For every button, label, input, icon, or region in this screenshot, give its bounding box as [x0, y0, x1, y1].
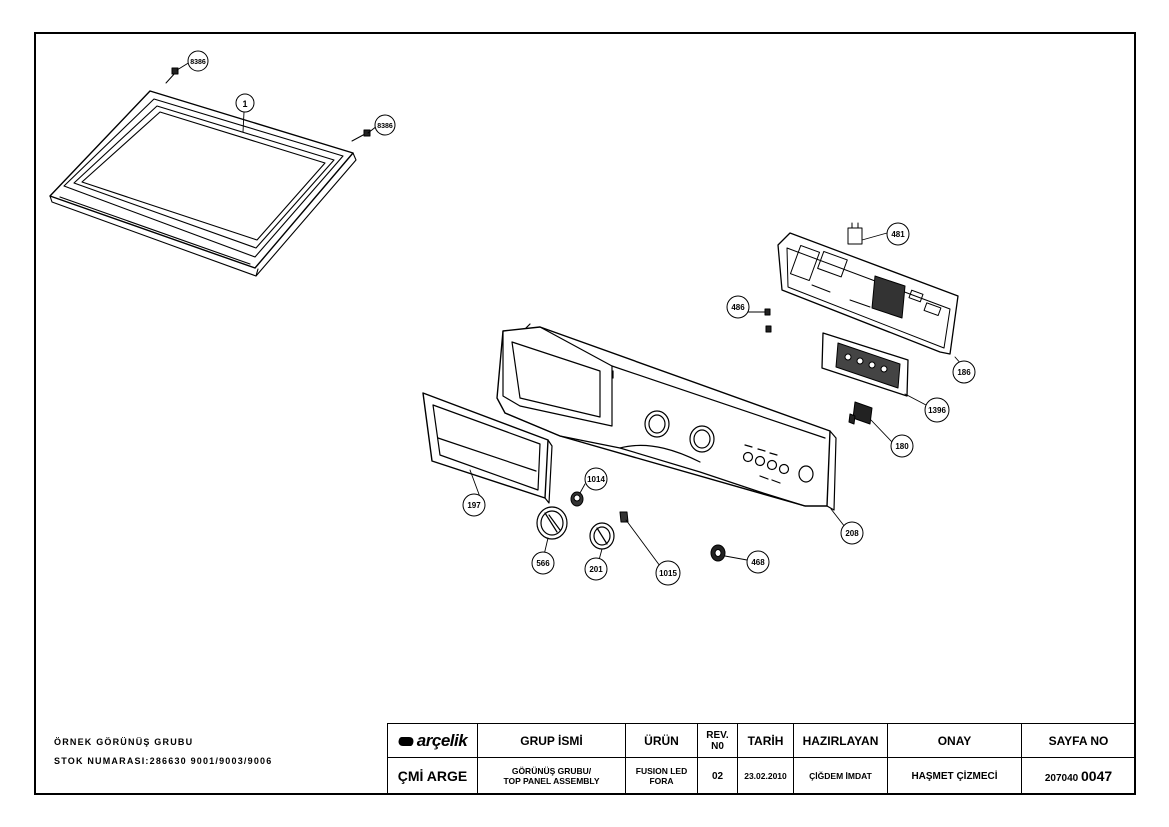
- callout-186: 186: [952, 360, 976, 384]
- control-panel-drawing: [496, 323, 837, 511]
- pcb-screws: [764, 308, 772, 333]
- prepared-label: HAZIRLAYAN: [793, 723, 888, 758]
- callout-1015: 1015: [655, 560, 681, 586]
- approval-value: HAŞMET ÇİZMECİ: [887, 757, 1022, 795]
- top-lid-drawing: [49, 90, 357, 277]
- department: ÇMİ ARGE: [387, 757, 478, 795]
- switch-drawing: [848, 401, 873, 425]
- knob-566-drawing: [536, 506, 568, 540]
- date-value: 23.02.2010: [737, 757, 794, 795]
- drawer-front-drawing: [422, 392, 553, 504]
- group-name-line1: GÖRÜNÜŞ GRUBU/: [511, 766, 592, 776]
- callout-label: 481: [891, 230, 905, 239]
- group-name-label: GRUP İSMİ: [477, 723, 626, 758]
- callout-label: 468: [751, 558, 765, 567]
- product-line1: FUSION LED: [635, 766, 688, 776]
- rev-label: REV.N0: [697, 723, 738, 758]
- callout-label: 197: [467, 501, 481, 510]
- callout-label: 201: [589, 565, 603, 574]
- knob-201-drawing: [589, 522, 615, 550]
- callout-label: 1396: [928, 406, 946, 415]
- callout-label: 186: [957, 368, 971, 377]
- callout-label: 1: [242, 99, 247, 109]
- callout-201: 201: [584, 557, 608, 581]
- callout-8386-left: 8386: [187, 50, 209, 72]
- title-block: arçelik GRUP İSMİ ÜRÜN REV.N0 TARİH HAZI…: [387, 723, 1136, 795]
- prepared-value: ÇİĞDEM İMDAT: [793, 757, 888, 795]
- callout-label: 208: [845, 529, 859, 538]
- logo-text: arçelik: [416, 730, 468, 750]
- part-468-drawing: [710, 544, 726, 562]
- callout-label: 1015: [659, 569, 677, 578]
- callout-486: 486: [726, 295, 750, 319]
- pcb-drawing: [777, 222, 959, 355]
- product-line2: FORA: [649, 776, 674, 786]
- callout-label: 486: [731, 303, 745, 312]
- rev-label-line2: N0: [711, 740, 724, 752]
- group-name-line2: TOP PANEL ASSEMBLY: [503, 776, 600, 786]
- callout-180: 180: [890, 434, 914, 458]
- leader-lines: [242, 111, 963, 567]
- callout-197: 197: [462, 493, 486, 517]
- callout-bubbles: 8386 8386 1 481 486 186 1396 180: [187, 50, 976, 586]
- callout-label: 8386: [377, 123, 393, 130]
- group-name-value: GÖRÜNÜŞ GRUBU/TOP PANEL ASSEMBLY: [477, 757, 626, 795]
- product-label: ÜRÜN: [625, 723, 698, 758]
- button-board-drawing: [821, 332, 909, 397]
- callout-566: 566: [531, 551, 555, 575]
- callout-label: 180: [895, 442, 909, 451]
- page-prefix: 207040: [1044, 773, 1079, 784]
- logo-mark-icon: [395, 736, 416, 746]
- part-1014-drawing: [570, 491, 584, 507]
- page-number-value: 0047: [1081, 768, 1113, 784]
- page-number: 207040 0047: [1021, 757, 1136, 795]
- callout-8386-right: 8386: [374, 114, 396, 136]
- page-label: SAYFA NO: [1021, 723, 1136, 758]
- callout-468: 468: [746, 550, 770, 574]
- brand-logo: arçelik: [387, 723, 478, 758]
- callout-1: 1: [235, 93, 255, 113]
- callout-208: 208: [840, 521, 864, 545]
- approval-label: ONAY: [887, 723, 1022, 758]
- callout-label: 1014: [587, 475, 605, 484]
- stock-number-note: STOK NUMARASI:286630 9001/9003/9006: [54, 756, 273, 766]
- rev-label-line1: REV.: [706, 729, 729, 741]
- callout-label: 8386: [190, 59, 206, 66]
- callout-481: 481: [886, 222, 910, 246]
- sample-view-note: ÖRNEK GÖRÜNÜŞ GRUBU: [54, 737, 194, 747]
- callout-label: 566: [536, 559, 550, 568]
- callout-1014: 1014: [584, 467, 608, 491]
- callout-1396: 1396: [924, 397, 950, 423]
- rev-value: 02: [697, 757, 738, 795]
- date-label: TARİH: [737, 723, 794, 758]
